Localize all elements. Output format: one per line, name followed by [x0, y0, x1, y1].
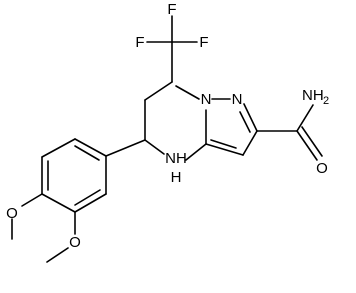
bond-ring-1-inner [74, 145, 100, 161]
bond-nh-c3a [185, 143, 207, 161]
trifluoromethyl-group [146, 15, 198, 83]
bond-c5-aryl [105, 139, 146, 157]
bond-ring-5 [74, 193, 107, 213]
atom-label-nh: NH [165, 150, 187, 167]
pyrazole-ring [205, 98, 258, 156]
bond-n2-c2-inner [239, 111, 251, 133]
bond-ring-1 [74, 138, 107, 157]
atom-label-o-upper-methoxy: O [6, 205, 18, 222]
atom-label-nh2: NH [302, 87, 324, 104]
bond-aryl-o-upper [21, 193, 43, 207]
bond-camide-n [296, 104, 314, 132]
bond-c3-c3a-inner [210, 139, 237, 149]
bond-ring-4 [41, 193, 76, 213]
atom-label-nh2-subscript: 2 [323, 95, 329, 107]
carboxamide-group [256, 104, 323, 161]
bond-c3-c3a [205, 143, 244, 156]
tetrahydropyrimidine-ring [144, 81, 207, 161]
bond-ring-5-inner [74, 189, 101, 206]
bond-n2-c2 [243, 103, 258, 132]
bond-c5-nh [144, 139, 165, 155]
atom-label-f-left: F [135, 34, 144, 51]
atom-label-h: H [171, 169, 182, 186]
bond-ring-2 [41, 138, 76, 158]
atom-label-f-top: F [167, 1, 176, 18]
bond-camide-o [296, 130, 318, 161]
bond-o-methyl-lower [46, 247, 69, 263]
bond-camide-o-inner [301, 126, 323, 157]
bond-c2-c3 [242, 130, 258, 156]
atom-label-f-right: F [199, 34, 208, 51]
atom-label-o-lower-methoxy: O [69, 234, 81, 251]
atom-label-o-carbonyl: O [316, 160, 328, 177]
dimethoxyphenyl-group [11, 138, 146, 263]
atom-label-n-ring-left: N [201, 91, 212, 108]
atom-label-n-ring-right: N [232, 91, 243, 108]
bond-c7-c6 [144, 81, 173, 101]
bond-n1-c7 [175, 85, 200, 100]
